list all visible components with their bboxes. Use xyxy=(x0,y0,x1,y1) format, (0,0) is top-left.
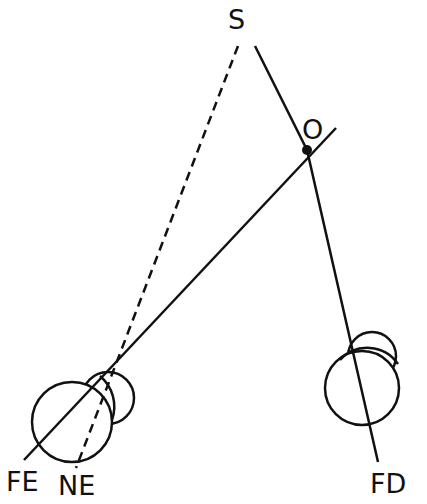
nasal-label: NE xyxy=(58,472,95,499)
left-eyeball xyxy=(32,382,112,462)
visual-axis-right xyxy=(255,46,378,462)
point-label: O xyxy=(302,116,323,143)
point-label: S xyxy=(228,6,245,33)
right-lens xyxy=(340,348,398,364)
dashed-line xyxy=(76,46,238,468)
fixation-point xyxy=(302,145,312,155)
fovea-label: FD xyxy=(370,470,406,497)
fovea-label: FE xyxy=(6,468,39,495)
visual-axis-left xyxy=(24,128,336,460)
